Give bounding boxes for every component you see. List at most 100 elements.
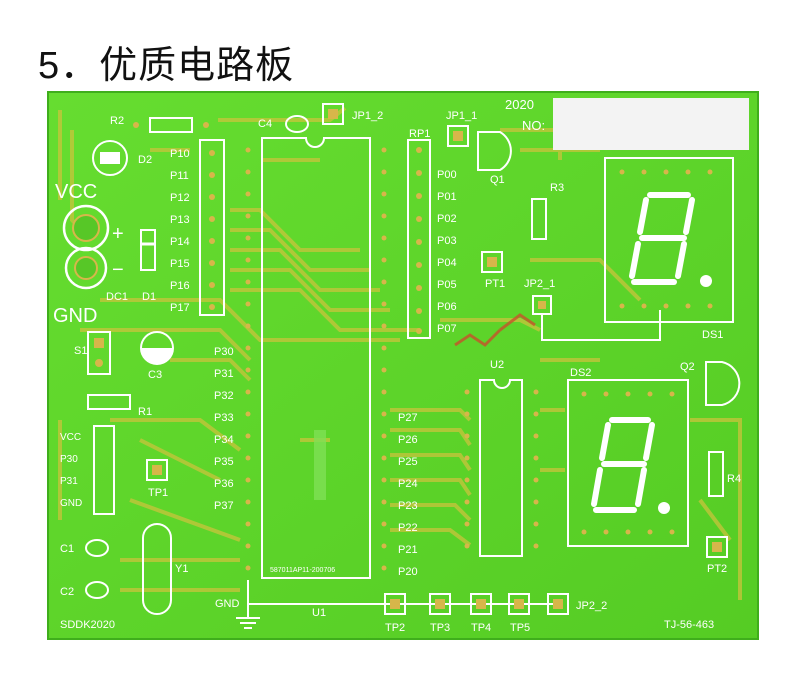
pad [203, 122, 209, 128]
label-u2: U2 [490, 359, 504, 371]
pin-label: P22 [398, 522, 418, 534]
transistor-q2 [705, 361, 741, 406]
pin-label: P33 [214, 412, 234, 424]
chip-u1-code: 587011AP11-200706 [270, 567, 335, 574]
resistor-r3 [531, 198, 547, 240]
chip-u1-marking [314, 430, 326, 500]
pin-label: P05 [437, 279, 457, 291]
dc1-bottom-inner [74, 256, 98, 280]
label-tp4: TP4 [471, 622, 491, 634]
pin-label: P14 [170, 236, 190, 248]
chip-u2-outline [479, 379, 523, 557]
pin-label: P35 [214, 456, 234, 468]
pin-label: P30 [214, 346, 234, 358]
pin-label: P06 [437, 301, 457, 313]
label-ds1: DS1 [702, 329, 723, 341]
capacitor-c4 [285, 115, 309, 133]
label-rp1: RP1 [409, 128, 430, 140]
switch-s1 [87, 331, 111, 375]
pcb-board [47, 91, 759, 640]
pin-label: P02 [437, 213, 457, 225]
pin-label: P07 [437, 323, 457, 335]
label-u1: U1 [312, 607, 326, 619]
led-d2-outline [92, 140, 128, 176]
pin-label: P17 [170, 302, 190, 314]
board-right-code: TJ-56-463 [664, 619, 714, 631]
display-ds1-dot [700, 275, 712, 287]
label-jp1-2: JP1_2 [352, 110, 383, 122]
u1-p3-labels: P30 P31 P32 P33 P34 P35 P36 P37 [214, 346, 234, 512]
header-p1-labels: P10 P11 P12 P13 P14 P15 P16 P17 [170, 148, 190, 314]
label-tp2: TP2 [385, 622, 405, 634]
pin-label: P00 [437, 169, 457, 181]
display-ds1 [604, 157, 734, 323]
pin-label: P21 [398, 544, 418, 556]
label-r2: R2 [110, 115, 124, 127]
display-ds2-pads [581, 391, 675, 535]
header-p1 [199, 139, 225, 316]
pin-label: P20 [398, 566, 418, 578]
capacitor-c1 [85, 539, 109, 557]
pad [152, 465, 162, 475]
testpoint-tp1 [146, 459, 168, 481]
label-q1: Q1 [490, 174, 505, 186]
pad [94, 338, 104, 348]
copper-traces [58, 106, 742, 600]
label-y1: Y1 [175, 563, 188, 575]
ground-symbol-icon [236, 617, 260, 629]
label-r1: R1 [138, 406, 152, 418]
header-rp1-pads [416, 147, 422, 334]
pad [487, 257, 497, 267]
label-q2: Q2 [680, 361, 695, 373]
jumper-jp1-2 [322, 103, 344, 125]
header-p1-pads [209, 150, 215, 310]
header-rp1-labels: P00 P01 P02 P03 P04 P05 P06 P07 [437, 169, 457, 335]
label-c4: C4 [258, 118, 272, 130]
diode-d1 [140, 229, 156, 271]
chip-u1-pads [245, 147, 387, 571]
dc1-bottom-pad [64, 246, 108, 290]
resistor-r4 [708, 451, 724, 497]
dc1-top-pad [62, 204, 110, 252]
label-jp2-1: JP2_1 [524, 278, 555, 290]
header-rp1 [407, 139, 431, 339]
jp2-link-line [541, 310, 661, 341]
testpoint-pt1 [481, 251, 503, 273]
pin-label: P36 [214, 478, 234, 490]
chip-u1-outline [261, 137, 371, 579]
resistor-r1 [87, 394, 131, 410]
serial-label-block [553, 98, 749, 150]
hdr-label-p31: P31 [60, 476, 78, 487]
capacitor-c3-fill [141, 348, 173, 364]
label-c2: C2 [60, 586, 74, 598]
pin-label: P13 [170, 214, 190, 226]
crystal-y1 [142, 523, 172, 615]
copper-traces-red [454, 313, 536, 347]
u1-p2-labels: P27 P26 P25 P24 P23 P22 P21 P20 [398, 412, 418, 578]
pin-label: P01 [437, 191, 457, 203]
hdr-label-gnd: GND [60, 498, 82, 509]
label-gnd-bottom: GND [215, 598, 240, 610]
pin-label: P31 [214, 368, 234, 380]
hdr-label-vcc: VCC [60, 432, 81, 443]
pin-label: P32 [214, 390, 234, 402]
pin-label: P15 [170, 258, 190, 270]
pin-label: P37 [214, 500, 234, 512]
label-jp2-2: JP2_2 [576, 600, 607, 612]
chip-u2-pads [464, 389, 539, 549]
display-ds1-pads [619, 169, 713, 309]
pad [328, 109, 338, 119]
pin-label: P11 [170, 170, 189, 182]
label-ds2: DS2 [570, 367, 591, 379]
testpoint-pt2 [706, 536, 728, 558]
board-no-label: NO: [522, 118, 545, 133]
label-jp1-1: JP1_1 [446, 110, 477, 122]
pad [453, 131, 463, 141]
label-gnd: GND [53, 305, 97, 327]
jumper-jp1-1 [447, 125, 469, 147]
display-ds1-digit [629, 192, 695, 285]
label-d2: D2 [138, 154, 152, 166]
label-c3: C3 [148, 369, 162, 381]
